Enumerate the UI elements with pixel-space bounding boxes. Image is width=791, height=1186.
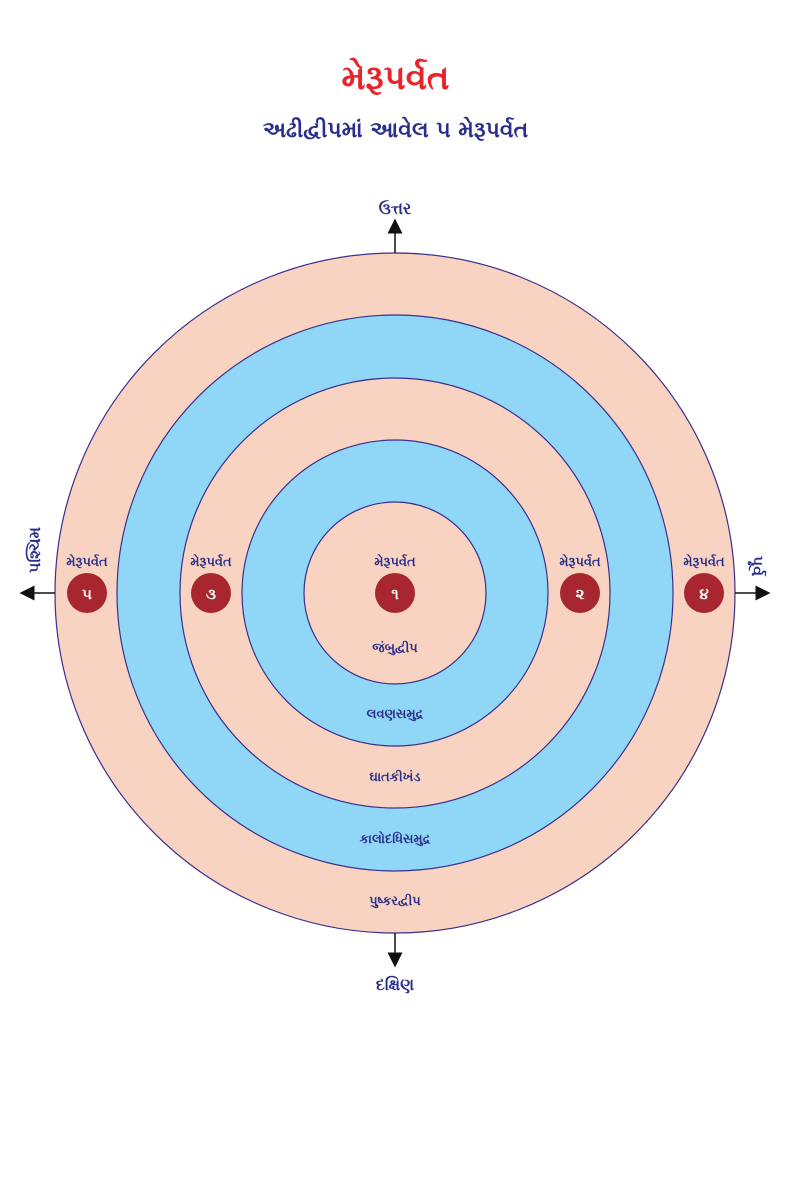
ring-label-lavana-samudra: લવણસમુદ્ર	[367, 707, 424, 722]
meru-4: મેરૂપર્વત ૪	[683, 553, 725, 613]
meru-number: ૫	[82, 585, 92, 603]
meru-label: મેરૂપર્વત	[559, 553, 601, 570]
meru-label: મેરૂપર્વત	[683, 553, 725, 570]
page-subtitle: અઢીદ્વીપમાં આવેલ ૫ મેરૂપર્વત	[262, 118, 529, 143]
meru-3: મેરૂપર્વત ૩	[190, 553, 232, 613]
meru-marker	[191, 573, 231, 613]
south-label: દક્ષિણ	[376, 975, 414, 994]
meru-number: ૨	[576, 585, 585, 603]
ring-label-jambudweep: જંબુદ્વીપ	[372, 639, 418, 656]
meru-5: મેરૂપર્વત ૫	[66, 553, 108, 613]
meru-label: મેરૂપર્વત	[190, 553, 232, 570]
east-label: પૂર્વ	[747, 556, 767, 577]
meru-marker	[684, 573, 724, 613]
ring-label-pushkardweep: પુષ્કરદ્વીપ	[369, 892, 421, 909]
meru-marker	[375, 573, 415, 613]
ring-label-ghatakikhand: ઘાતકીખંડ	[369, 768, 420, 785]
meru-label: મેરૂપર્વત	[66, 553, 108, 570]
north-label: ઉત્તર	[379, 199, 412, 218]
meru-number: ૪	[699, 585, 708, 603]
meru-2: મેરૂપર્વત ૨	[559, 553, 601, 613]
meru-1: મેરૂપર્વત ૧	[374, 553, 416, 613]
meru-number: ૩	[206, 585, 216, 603]
meru-number: ૧	[391, 585, 399, 603]
meru-marker	[560, 573, 600, 613]
meru-marker	[67, 573, 107, 613]
ring-label-kalodadhi-samudra: કાલોદધિસમુદ્ર	[360, 830, 431, 847]
page-title: મેરૂપર્વત	[341, 58, 450, 98]
west-label: પશ્ચિમ	[25, 527, 44, 573]
meru-label: મેરૂપર્વત	[374, 553, 416, 570]
